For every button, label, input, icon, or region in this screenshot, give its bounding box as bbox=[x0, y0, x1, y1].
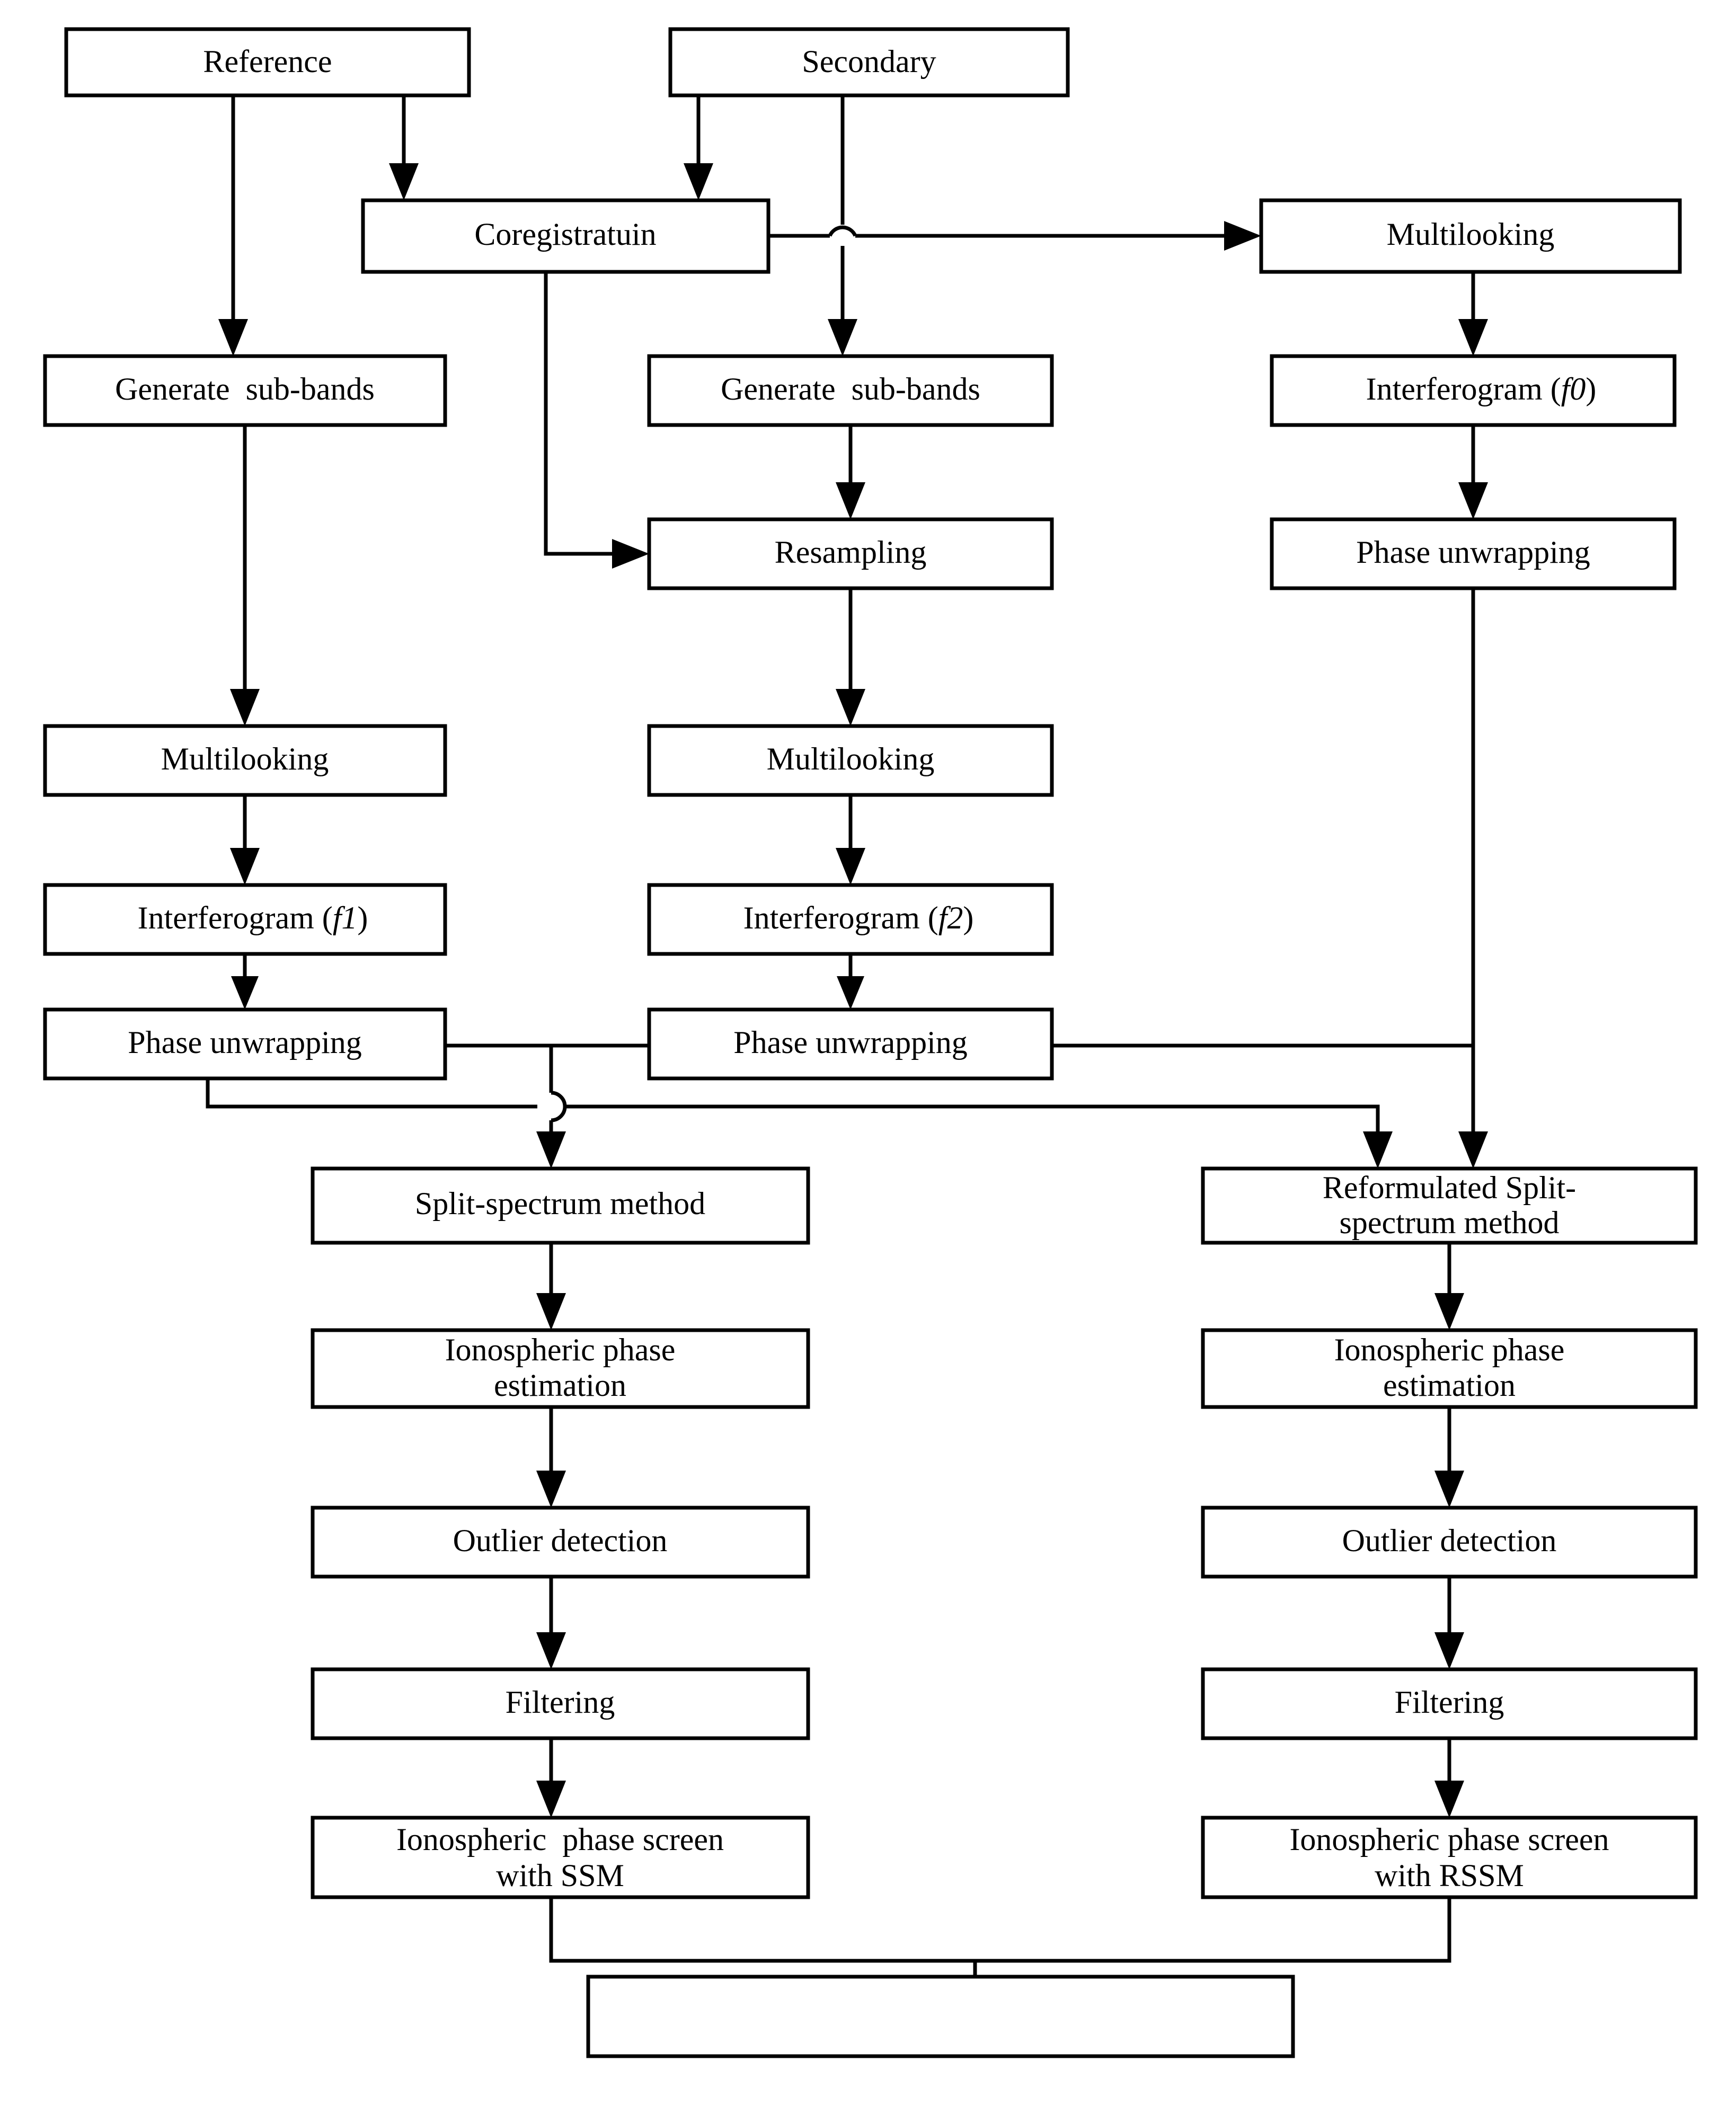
edge-merge-to-ssm bbox=[536, 1046, 567, 1169]
edge-subbands-mid-to-resampling bbox=[836, 425, 865, 519]
edge-ips-to-output bbox=[549, 1897, 1451, 1977]
node-ips-rssm[interactable]: Ionospheric phase screen with RSSM bbox=[1201, 1816, 1698, 1899]
node-filter-left-label: Filtering bbox=[506, 1685, 615, 1720]
edge-rssm-to-iono-est-right bbox=[1434, 1243, 1464, 1330]
node-subbands-left[interactable]: Generate sub-bands bbox=[43, 354, 447, 427]
node-ssm-label: Split-spectrum method bbox=[415, 1186, 705, 1221]
edge-reference-to-subbands-left bbox=[218, 95, 248, 356]
edges-layer bbox=[206, 95, 1488, 1977]
node-phase-unwrap-f1-label: Phase unwrapping bbox=[128, 1025, 362, 1060]
node-rssm-label-line2: spectrum method bbox=[1340, 1205, 1560, 1240]
node-outlier-left-label: Outlier detection bbox=[453, 1523, 668, 1558]
node-phase-unwrap-f2-label: Phase unwrapping bbox=[733, 1025, 968, 1060]
node-iono-est-left-line2: estimation bbox=[494, 1368, 626, 1403]
node-multilooking-r0-label: Multilooking bbox=[1387, 217, 1555, 252]
node-ips-rssm-line1: Ionospheric phase screen bbox=[1289, 1822, 1609, 1857]
node-interferogram-f2[interactable]: Interferogram (f2) bbox=[647, 883, 1054, 956]
node-phase-unwrap-f1[interactable]: Phase unwrapping bbox=[43, 1007, 447, 1081]
node-multilooking-f2-label: Multilooking bbox=[767, 741, 935, 776]
edge-filter-right-to-ips-rssm bbox=[1434, 1738, 1464, 1818]
node-interferogram-f0[interactable]: Interferogram (f0) bbox=[1270, 354, 1677, 427]
interferogram-f0-italic: f0 bbox=[1561, 371, 1586, 406]
edge-multilooking-to-interferogram-f0 bbox=[1458, 272, 1488, 356]
node-subbands-mid-label: Generate sub-bands bbox=[721, 371, 980, 406]
edge-iono-est-left-to-outlier-left bbox=[536, 1407, 566, 1508]
node-ssm[interactable]: Split-spectrum method bbox=[311, 1166, 810, 1245]
node-outlier-right[interactable]: Outlier detection bbox=[1201, 1506, 1698, 1579]
node-ips-ssm-line1: Ionospheric phase screen bbox=[396, 1822, 724, 1857]
node-multilooking-f1-label: Multilooking bbox=[161, 741, 329, 776]
interferogram-f1-italic: f1 bbox=[333, 900, 358, 935]
edge-coregistration-to-resampling bbox=[544, 272, 649, 569]
edge-filter-left-to-ips-ssm bbox=[536, 1738, 566, 1818]
node-ips-ssm-line2: with SSM bbox=[496, 1858, 624, 1893]
edge-outlier-left-to-filter-left bbox=[536, 1577, 566, 1669]
nodes-layer: Reference Secondary Coregistratuin Multi… bbox=[43, 27, 1698, 2058]
node-phase-unwrap-f0[interactable]: Phase unwrapping bbox=[1270, 517, 1677, 590]
node-outlier-right-label: Outlier detection bbox=[1342, 1523, 1557, 1558]
node-resampling-label: Resampling bbox=[775, 535, 927, 570]
edge-resampling-to-multilooking-f2 bbox=[836, 588, 865, 726]
node-secondary[interactable]: Secondary bbox=[668, 27, 1070, 98]
interferogram-f2-italic: f2 bbox=[938, 900, 963, 935]
node-rssm-label-line1: Reformulated Split- bbox=[1323, 1170, 1576, 1205]
edge-outlier-right-to-filter-right bbox=[1434, 1577, 1464, 1669]
interferogram-f2-text: Interferogram ( bbox=[743, 900, 938, 935]
node-phase-unwrap-f0-label: Phase unwrapping bbox=[1356, 535, 1590, 570]
edge-unwrap-f1-to-rssm bbox=[206, 1078, 1393, 1169]
node-interferogram-f2-label: Interferogram (f2) bbox=[656, 900, 1046, 935]
node-ips-ssm[interactable]: Ionospheric phase screen with SSM bbox=[311, 1816, 810, 1899]
edge-iono-est-right-to-outlier-right bbox=[1434, 1407, 1464, 1508]
node-iono-est-right-line1: Ionospheric phase bbox=[1334, 1332, 1565, 1367]
edge-multilooking-f2-to-interferogram-f2 bbox=[836, 795, 865, 885]
edge-coregistration-to-multilooking bbox=[768, 221, 1261, 251]
node-resampling[interactable]: Resampling bbox=[647, 517, 1054, 590]
node-interferogram-f1[interactable]: Interferogram (f1) bbox=[43, 883, 447, 956]
edge-interferogram-f1-to-unwrap-f1 bbox=[231, 954, 259, 1010]
edge-unwrap-f0-to-rssm bbox=[1458, 588, 1488, 1169]
edge-secondary-to-subbands-mid bbox=[828, 95, 857, 356]
node-iono-est-left-line1: Ionospheric phase bbox=[445, 1332, 676, 1367]
node-multilooking-r0[interactable]: Multilooking bbox=[1259, 198, 1682, 274]
node-iono-est-left[interactable]: Ionospheric phase estimation bbox=[311, 1328, 810, 1409]
node-ips-rssm-line2: with RSSM bbox=[1375, 1858, 1524, 1893]
interferogram-f1-text: Interferogram ( bbox=[138, 900, 333, 935]
edge-secondary-to-coregistration bbox=[684, 95, 713, 200]
node-reference[interactable]: Reference bbox=[64, 27, 471, 98]
node-outlier-left[interactable]: Outlier detection bbox=[311, 1506, 810, 1579]
edge-interferogram-f0-to-unwrap bbox=[1458, 425, 1488, 519]
edge-interferogram-f2-to-unwrap-f2 bbox=[837, 954, 864, 1010]
node-interferogram-f1-label: Interferogram (f1) bbox=[50, 900, 440, 935]
node-coregistration-label: Coregistratuin bbox=[474, 217, 656, 252]
node-coregistration[interactable]: Coregistratuin bbox=[361, 198, 770, 274]
node-filter-left[interactable]: Filtering bbox=[311, 1667, 810, 1740]
edge-multilooking-f1-to-interferogram-f1 bbox=[230, 795, 260, 885]
node-secondary-label: Secondary bbox=[802, 44, 936, 79]
node-filter-right-label: Filtering bbox=[1395, 1685, 1504, 1720]
node-subbands-left-label: Generate sub-bands bbox=[115, 371, 375, 406]
node-filter-right[interactable]: Filtering bbox=[1201, 1667, 1698, 1740]
interferogram-f0-text: Interferogram ( bbox=[1366, 371, 1561, 406]
node-iono-est-right-line2: estimation bbox=[1383, 1368, 1516, 1403]
node-rssm[interactable]: Reformulated Split- spectrum method bbox=[1201, 1166, 1698, 1245]
node-multilooking-f2[interactable]: Multilooking bbox=[647, 724, 1054, 797]
edge-reference-to-coregistration bbox=[389, 95, 419, 200]
node-output[interactable] bbox=[586, 1975, 1295, 2058]
node-phase-unwrap-f2[interactable]: Phase unwrapping bbox=[647, 1007, 1054, 1081]
node-reference-label: Reference bbox=[203, 44, 332, 79]
node-subbands-mid[interactable]: Generate sub-bands bbox=[647, 354, 1054, 427]
node-iono-est-right[interactable]: Ionospheric phase estimation bbox=[1201, 1328, 1698, 1409]
edge-subbands-left-to-multilooking-f1 bbox=[230, 425, 260, 726]
node-multilooking-f1[interactable]: Multilooking bbox=[43, 724, 447, 797]
edge-ssm-to-iono-est-left bbox=[536, 1243, 566, 1330]
node-interferogram-f0-label: Interferogram (f0) bbox=[1279, 371, 1668, 406]
